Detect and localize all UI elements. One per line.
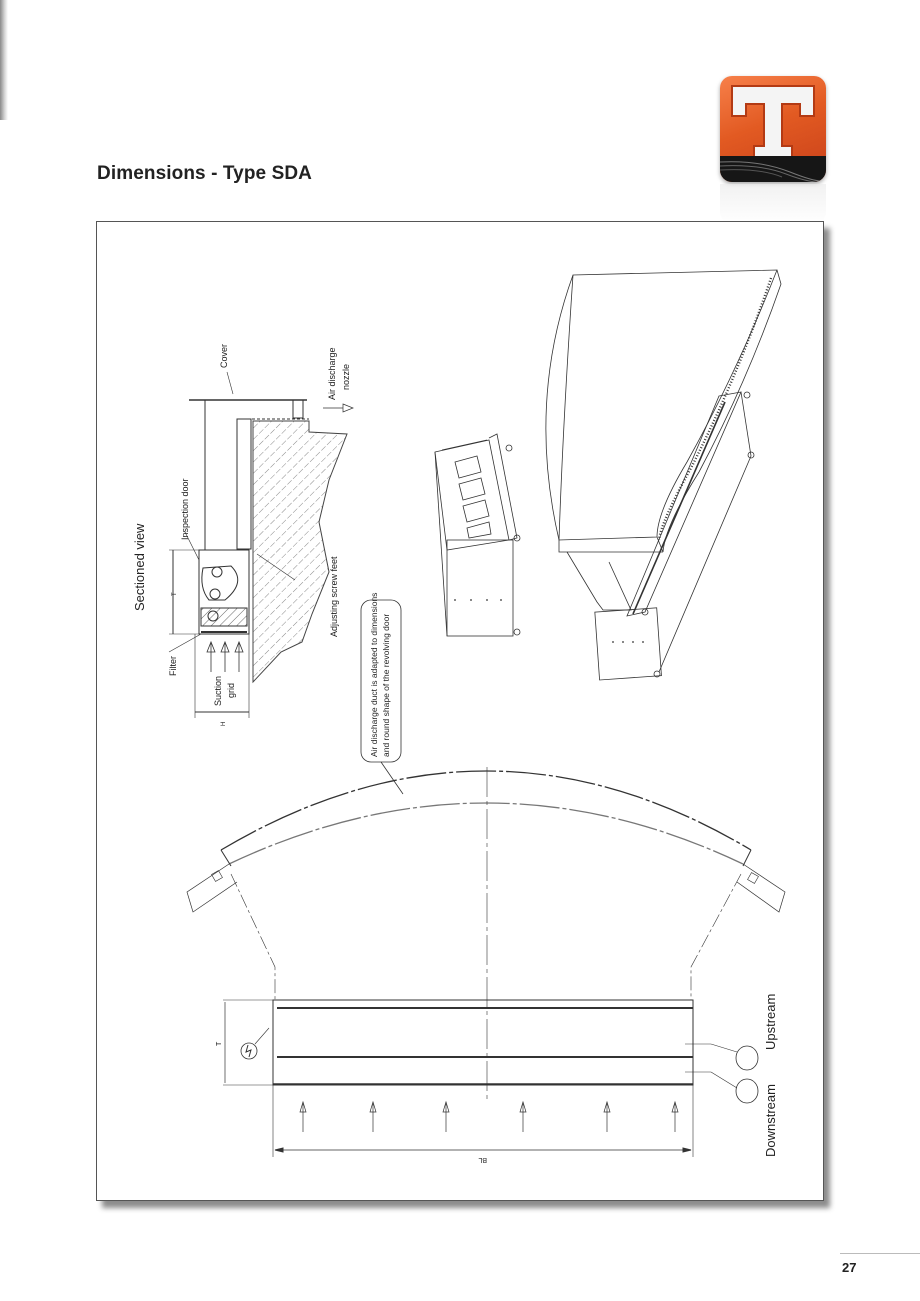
label-filter: Filter <box>168 656 178 676</box>
dim-h-section: H <box>221 722 227 726</box>
page-number: 27 <box>842 1260 857 1275</box>
isometric-unit-small <box>434 433 521 637</box>
drawing-frame: Sectioned view Cover Air discharge nozzl… <box>96 221 824 1201</box>
isometric-unit-curved <box>545 269 782 681</box>
label-air-discharge-1: Air discharge <box>327 347 337 400</box>
sectioned-view-title: Sectioned view <box>132 523 147 611</box>
t-logo-icon <box>720 85 826 182</box>
plan-view-unit <box>223 999 759 1157</box>
dim-bl: BL <box>478 1156 487 1163</box>
brand-logo <box>720 76 826 182</box>
footer-rule <box>840 1253 920 1254</box>
callout-line-1: Air discharge duct is adapted to dimensi… <box>369 593 379 757</box>
label-suction-1: Suction <box>213 676 223 706</box>
page-title: Dimensions - Type SDA <box>97 163 313 184</box>
label-suction-2: grid <box>226 683 236 698</box>
sectioned-view-drawing <box>168 371 354 718</box>
page-edge-shadow <box>0 0 8 120</box>
label-air-discharge-2: nozzle <box>341 364 351 390</box>
label-downstream: Downstream <box>763 1084 778 1157</box>
plan-view-arc <box>186 767 786 1102</box>
dim-t-plan: T <box>216 1041 223 1046</box>
label-cover: Cover <box>219 344 229 368</box>
logo-reflection <box>720 184 826 224</box>
label-inspection-door: Inspection door <box>180 478 190 540</box>
dim-t-section: T <box>172 592 178 596</box>
label-adjusting-screw-feet: Adjusting screw feet <box>329 556 339 637</box>
technical-drawing: Sectioned view Cover Air discharge nozzl… <box>132 269 786 1163</box>
callout-line-2: and round shape of the revolving door <box>381 614 391 757</box>
label-upstream: Upstream <box>763 994 778 1050</box>
